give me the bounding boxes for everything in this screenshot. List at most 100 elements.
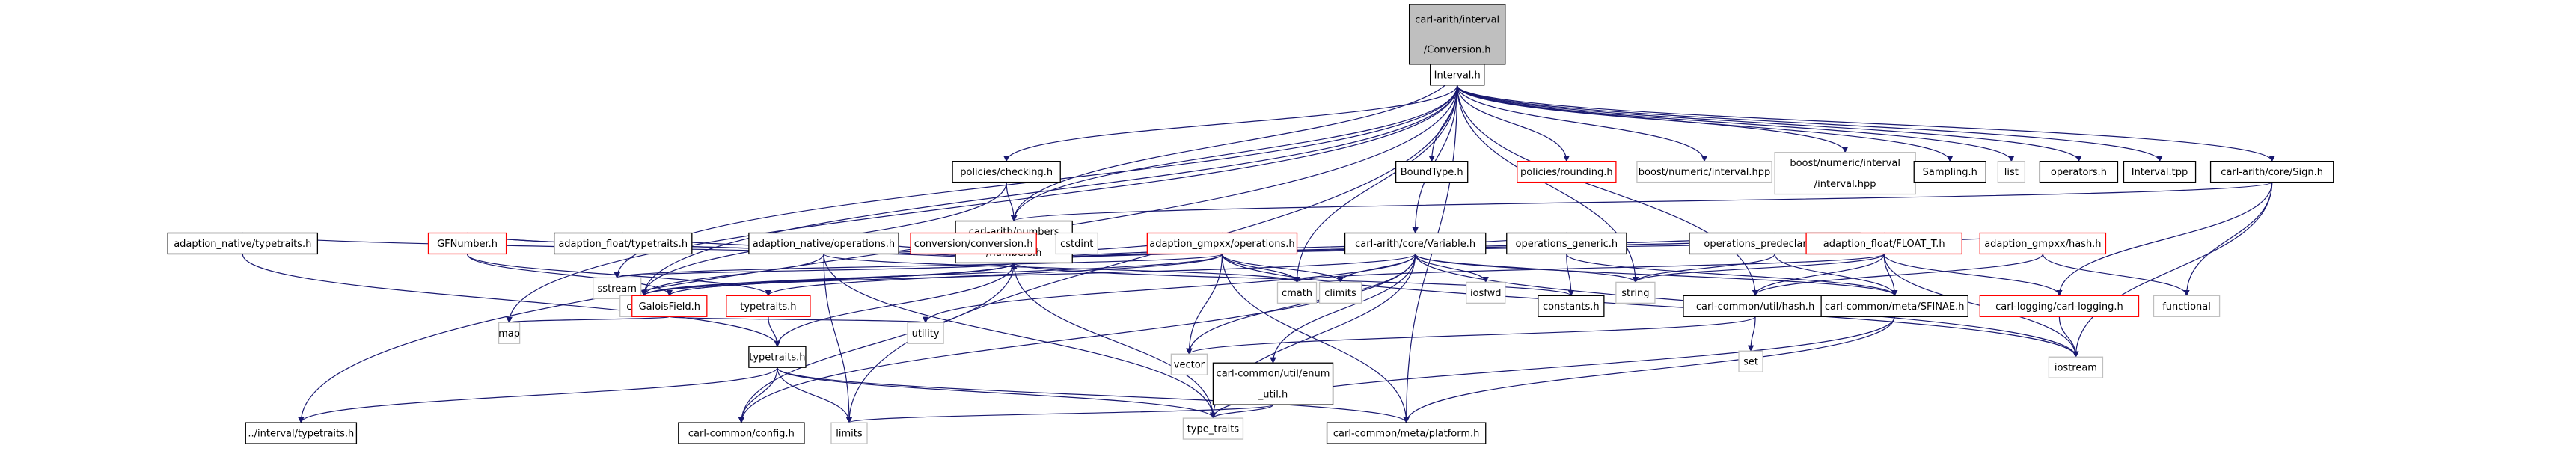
node-inttypetraits[interactable]: ../interval/typetraits.h [245,422,358,444]
edge-interval-to-operators [1457,85,2082,162]
node-box[interactable] [1683,295,1828,317]
node-vector: vector [1170,353,1208,375]
node-box[interactable] [1326,422,1487,444]
node-box[interactable] [2039,161,2119,183]
node-checking[interactable]: policies/checking.h [952,161,1061,183]
edge-interval-to-boostint [1457,85,1708,162]
node-sfinae[interactable]: carl-common/meta/SFINAE.h [1820,295,1968,317]
node-enumutil[interactable]: carl-common/util/enum_util.h [1212,362,1334,405]
node-box[interactable] [748,232,899,255]
edge-enumutil-to-type_traits [1210,404,1274,419]
node-box [1055,232,1098,255]
node-gmpxxhash[interactable]: adaption_gmpxx/hash.h [1979,232,2107,255]
node-box[interactable] [1805,232,1962,255]
node-constants[interactable]: constants.h [1538,295,1605,317]
node-label: list [2004,167,2019,178]
node-variable[interactable]: carl-arith/core/Variable.h [1344,232,1487,255]
node-platform[interactable]: carl-common/meta/platform.h [1326,422,1487,444]
edge-variable-to-vector [1186,254,1416,355]
edge-adnatops-to-cmath [823,253,1300,283]
node-box[interactable] [1146,232,1298,255]
node-label: sstream [598,283,637,295]
node-box[interactable] [553,232,693,255]
node-box[interactable] [1212,362,1334,405]
node-box[interactable] [1820,295,1968,317]
node-interval[interactable]: Interval.h [1430,64,1485,86]
node-box [1466,281,1506,304]
edge-typetraits-to-config [738,367,778,423]
edge-opsgeneric-to-sfinae [1566,254,1898,297]
node-opsgeneric[interactable]: operations_generic.h [1506,232,1627,255]
edge-floatt-to-string [1632,253,1885,283]
node-box [2048,356,2104,378]
node-galoisfield[interactable]: GaloisField.h [631,295,708,317]
node-label: functional [2162,301,2211,313]
node-box[interactable] [167,232,319,255]
edge-gmpxxops-to-vector [1186,254,1223,355]
node-box[interactable] [1395,161,1469,183]
node-logging[interactable]: carl-logging/carl-logging.h [1979,295,2140,317]
node-box[interactable] [678,422,805,444]
edge-logging-to-iostream [2058,316,2079,358]
edge-floatt-to-cmath [1294,253,1885,283]
node-box[interactable] [1344,232,1487,255]
node-box[interactable] [1979,232,2107,255]
node-box[interactable] [952,161,1061,183]
node-gmpxxops[interactable]: adaption_gmpxx/operations.h [1146,232,1298,255]
node-label: carl-common/meta/SFINAE.h [1825,301,1965,313]
node-type_traits: type_traits [1182,417,1244,440]
node-adnatops[interactable]: adaption_native/operations.h [748,232,899,255]
node-box [1182,417,1244,440]
edge-hash-to-vector [1186,316,1756,355]
edge-variable-to-enumutil [1270,254,1416,364]
edge-floatt-to-hash [1752,254,1885,297]
node-boostint2: boost/numeric/interval/interval.hpp [1774,152,1916,195]
edge-interval-to-cassert [640,85,1458,297]
node-label: vector [1174,360,1205,371]
node-adnattype[interactable]: adaption_native/typetraits.h [167,232,319,255]
node-box[interactable] [1506,232,1627,255]
node-box[interactable] [2123,161,2197,183]
node-hash[interactable]: carl-common/util/hash.h [1683,295,1828,317]
edge-variable-to-sfinae [1415,253,1898,297]
node-typetraits[interactable]: typetraits.h [748,346,807,368]
node-box[interactable] [427,232,507,255]
node-rounding[interactable]: policies/rounding.h [1517,161,1617,183]
edge-checking-to-numbers [1006,182,1018,222]
edge-typetraits-to-type_traits [777,367,1217,419]
edge-floatt-to-logging [1883,254,2063,297]
edge-gmpxxops-to-iostream [1221,254,2079,358]
node-label: BoundType.h [1401,167,1463,178]
node-floatt[interactable]: adaption_float/FLOAT_T.h [1805,232,1962,255]
node-config[interactable]: carl-common/config.h [678,422,805,444]
node-label: adaption_gmpxx/hash.h [1984,239,2101,250]
node-box [1318,281,1362,304]
node-box[interactable] [726,295,811,317]
node-operators[interactable]: operators.h [2039,161,2119,183]
node-box[interactable] [245,422,358,444]
edge-gmpxxops-to-cassert [640,253,1223,297]
node-label: climits [1324,288,1356,299]
node-box[interactable] [1913,161,1986,183]
node-box[interactable] [2209,161,2334,183]
node-box[interactable] [910,232,1037,255]
node-list: list [1997,161,2026,183]
node-box[interactable] [748,346,807,368]
node-sampling[interactable]: Sampling.h [1913,161,1986,183]
edge-gmpxxhash-to-hash [1752,254,2043,297]
edge-sign-to-logging [2056,182,2273,297]
node-box[interactable] [1517,161,1617,183]
node-box[interactable] [1430,64,1485,86]
node-gfnumber[interactable]: GFNumber.h [427,232,507,255]
node-box[interactable] [631,295,708,317]
node-sign[interactable]: carl-arith/core/Sign.h [2209,161,2334,183]
node-typetraitsred[interactable]: typetraits.h [726,295,811,317]
edge-opspredecl-to-sfinae [1774,254,1898,297]
node-box[interactable] [1979,295,2140,317]
node-intervaltpp[interactable]: Interval.tpp [2123,161,2197,183]
node-conversion[interactable]: conversion/conversion.h [910,232,1037,255]
node-box[interactable] [1538,295,1605,317]
node-adfloattype[interactable]: adaption_float/typetraits.h [553,232,693,255]
node-boundtype[interactable]: BoundType.h [1395,161,1469,183]
node-label: map [498,328,520,340]
